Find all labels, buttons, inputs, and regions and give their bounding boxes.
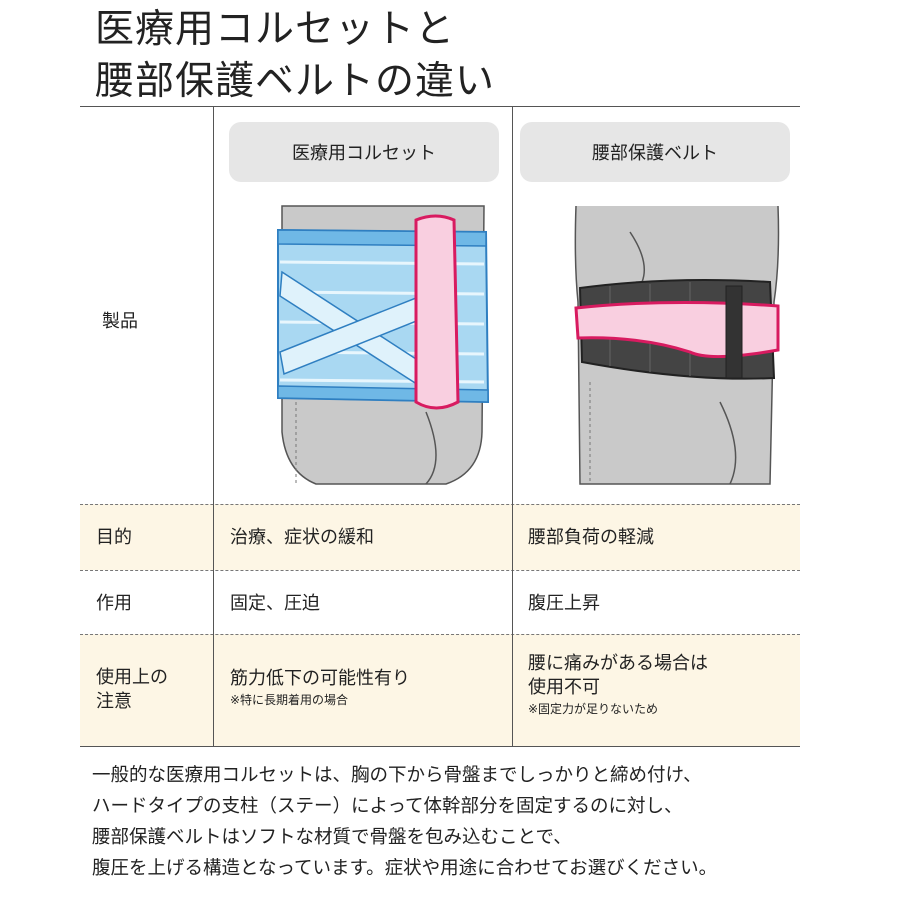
purpose-corset-value: 治療、症状の緩和 (230, 527, 374, 548)
column-header-corset-label: 医療用コルセット (292, 143, 436, 164)
footer-line-2: ハードタイプの支柱（ステー）によって体幹部分を固定するのに対し、 (92, 796, 683, 817)
footer-description: 一般的な医療用コルセットは、胸の下から骨盤までしっかりと締め付け、 ハードタイプ… (92, 760, 717, 884)
title-line-2: 腰部保護ベルトの違い (95, 59, 496, 104)
caution-label-line-1: 使用上の (96, 667, 168, 688)
footer-line-3: 腰部保護ベルトはソフトな材質で骨盤を包み込むことで、 (92, 827, 572, 848)
footer-line-1: 一般的な医療用コルセットは、胸の下から骨盤までしっかりと締め付け、 (92, 765, 702, 786)
action-corset-value: 固定、圧迫 (230, 593, 320, 614)
action-belt-value: 腹圧上昇 (528, 593, 600, 614)
table-bottom-rule (80, 746, 800, 747)
purpose-belt-value: 腰部負荷の軽減 (528, 527, 654, 548)
row-divider (80, 504, 800, 505)
column-header-corset: 医療用コルセット (229, 122, 499, 182)
caution-row-label: 使用上の 注意 (96, 666, 168, 714)
product-row-label: 製品 (102, 311, 138, 332)
lumbar-belt-illustration (574, 205, 780, 485)
column-header-belt: 腰部保護ベルト (520, 122, 790, 182)
column-header-belt-label: 腰部保護ベルト (592, 143, 718, 164)
caution-belt-text-line-2: 使用不可 (528, 677, 600, 698)
row-divider (80, 634, 800, 635)
medical-corset-illustration (277, 205, 490, 485)
caution-corset-text: 筋力低下の可能性有り (230, 668, 410, 689)
page-title: 医療用コルセットと 腰部保護ベルトの違い (95, 4, 495, 108)
footer-line-4: 腹圧を上げる構造となっています。症状や用途に合わせてお選びください。 (92, 858, 718, 879)
caution-belt-text-line-1: 腰に痛みがある場合は (528, 653, 708, 674)
caution-belt-note: ※固定力が足りないため (528, 702, 659, 716)
title-line-1: 医療用コルセットと (95, 7, 456, 52)
caution-corset-note: ※特に長期着用の場合 (230, 693, 349, 707)
row-divider (80, 570, 800, 571)
caution-row-band (80, 634, 800, 746)
column-divider (512, 106, 513, 746)
caution-label-line-2: 注意 (96, 691, 132, 712)
action-row-label: 作用 (96, 593, 132, 614)
purpose-row-label: 目的 (96, 527, 132, 548)
caution-belt-value: 腰に痛みがある場合は 使用不可 ※固定力が足りないため (528, 652, 708, 718)
table-top-rule (80, 106, 800, 107)
purpose-row-band (80, 504, 800, 570)
column-divider (213, 106, 214, 746)
caution-corset-value: 筋力低下の可能性有り ※特に長期着用の場合 (230, 667, 410, 709)
